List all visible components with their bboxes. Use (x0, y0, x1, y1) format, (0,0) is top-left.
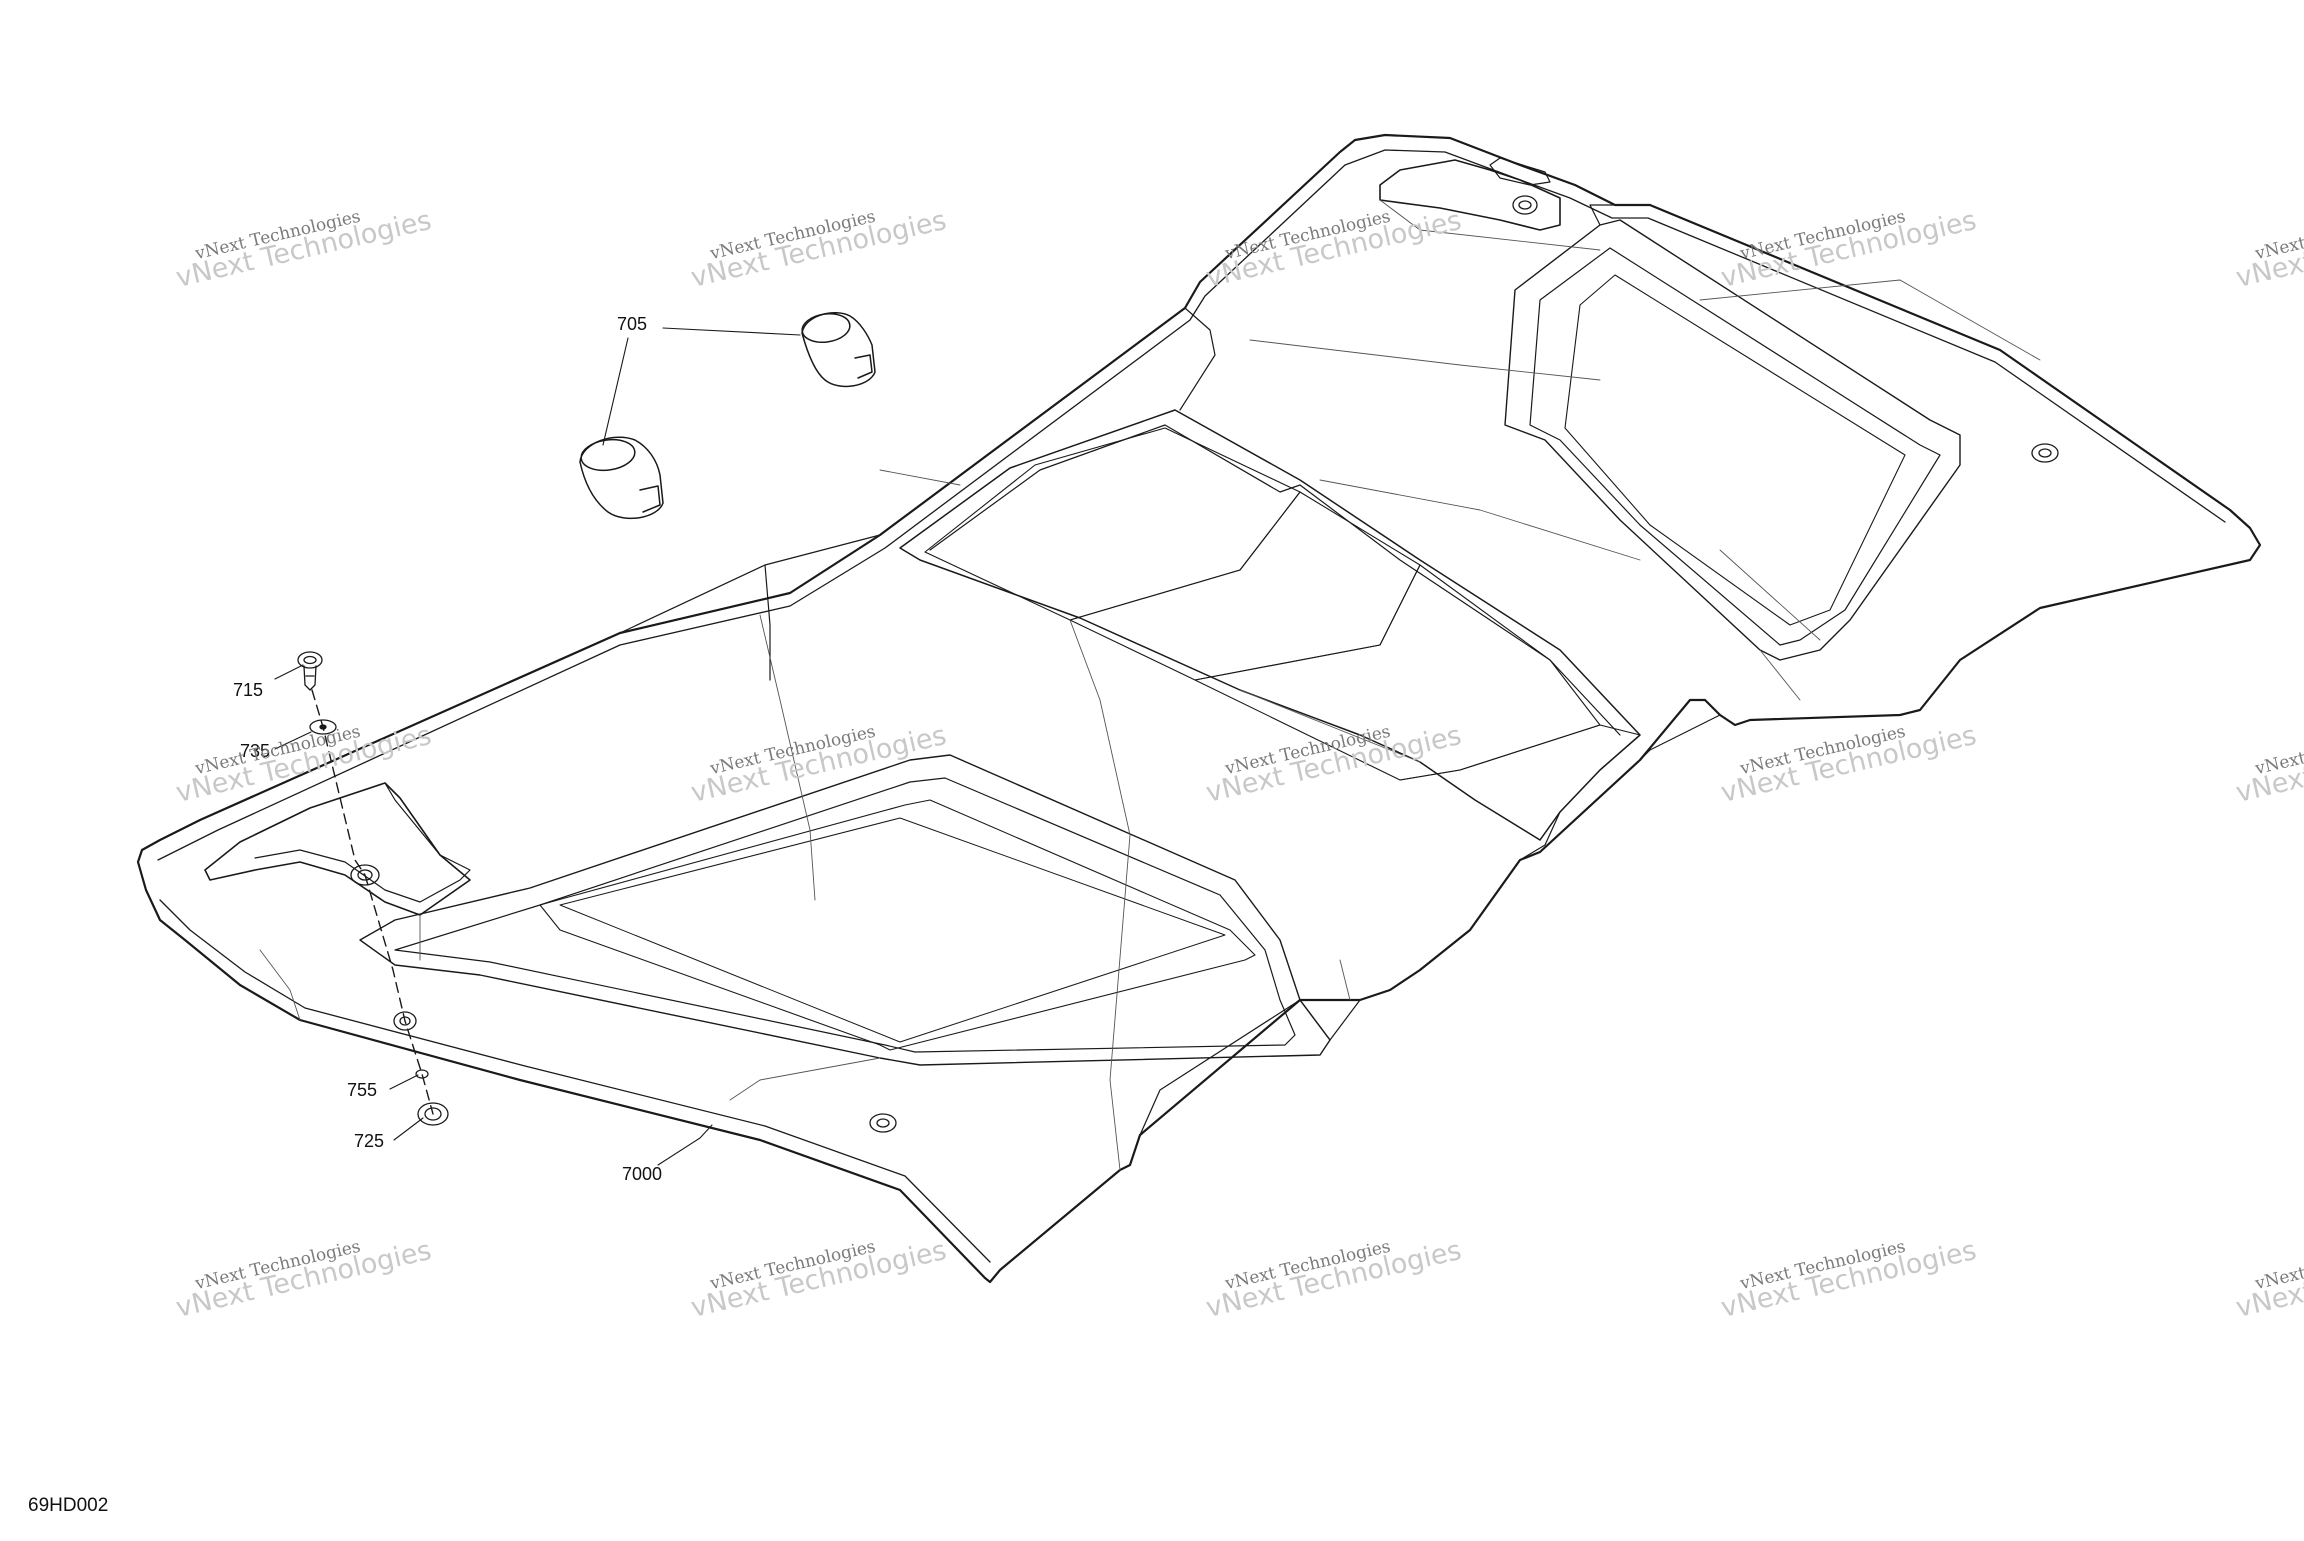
strap-upper (801, 312, 876, 388)
left-recess-inner (539, 799, 1256, 1051)
grommet-front (1512, 195, 1538, 215)
callout-7000: 7000 (622, 1164, 663, 1184)
center-ridge-upper (929, 424, 1621, 736)
leader-lines (274, 327, 801, 1166)
callout-715: 715 (233, 680, 264, 700)
right-recess-inner (1564, 274, 1906, 626)
callout-725: 725 (354, 1131, 385, 1151)
center-panel-a (924, 427, 1301, 621)
diagram-id-label: 69HD002 (28, 1495, 109, 1516)
grommet-rear (869, 1113, 897, 1133)
surface-contours (259, 199, 2041, 1171)
center-panel-d (1399, 724, 1641, 841)
washer-755 (415, 1069, 429, 1079)
right-recess-outer (1504, 219, 1961, 661)
washer-lower (393, 1011, 417, 1031)
right-recess-mid (1529, 247, 1941, 646)
rear-left-flange (204, 782, 471, 916)
left-side-step (619, 534, 881, 681)
roof-panel-outline (136, 133, 2262, 1284)
center-ridge-outer (899, 409, 1641, 841)
roof-front-rim (157, 149, 2226, 861)
rear-left-pocket (254, 782, 471, 903)
front-slot (1489, 157, 1551, 186)
center-panel-b (1069, 491, 1421, 681)
left-recess-floor (559, 817, 1226, 1043)
strap-lower (579, 436, 664, 520)
rear-right-step (1519, 714, 1721, 861)
grommet-rear-left (350, 864, 380, 886)
callout-755: 755 (347, 1080, 378, 1100)
grommet-right (2031, 443, 2059, 463)
callout-705: 705 (617, 314, 648, 334)
center-panel-c (1194, 564, 1601, 781)
grommet-725 (417, 1102, 449, 1126)
left-recess-mid (394, 777, 1296, 1053)
rear-center-step (1139, 999, 1361, 1136)
front-right-step (1589, 204, 1616, 226)
front-right-flange (1379, 159, 1561, 231)
rivet-715 (297, 651, 323, 691)
right-side-step (1179, 307, 1216, 411)
roof-rear-rim (159, 899, 991, 1263)
callout-735: 735 (240, 741, 271, 761)
assembly-axis (311, 689, 434, 1115)
